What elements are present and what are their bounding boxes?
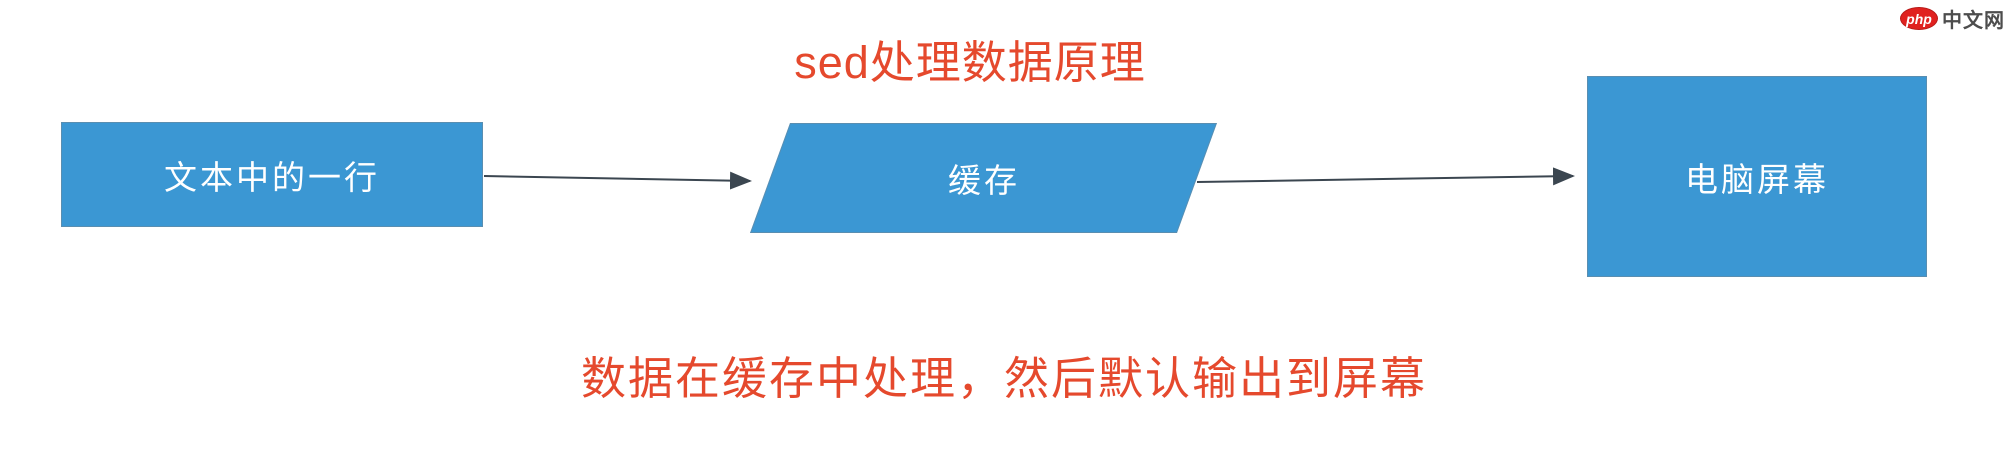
diagram-caption: 数据在缓存中处理，然后默认输出到屏幕 [580, 353, 1427, 404]
node-screen-label: 电脑屏幕 [1685, 160, 1829, 198]
node-text-line-label: 文本中的一行 [164, 158, 380, 196]
node-screen: 电脑屏幕 [1587, 76, 1927, 277]
diagram-title: sed处理数据原理 [794, 37, 1146, 88]
php-logo-sitename: 中文网 [1942, 10, 2005, 32]
php-cn-logo: php 中文网 [1900, 4, 2005, 33]
arrow-buffer-to-screen [1196, 167, 1575, 186]
arrow-text-line-to-buffer [483, 171, 752, 190]
node-buffer: 缓存 [749, 123, 1218, 233]
node-buffer-label: 缓存 [947, 162, 1020, 199]
php-logo-badge-icon: php [1900, 7, 1938, 30]
node-text-line: 文本中的一行 [61, 122, 483, 227]
